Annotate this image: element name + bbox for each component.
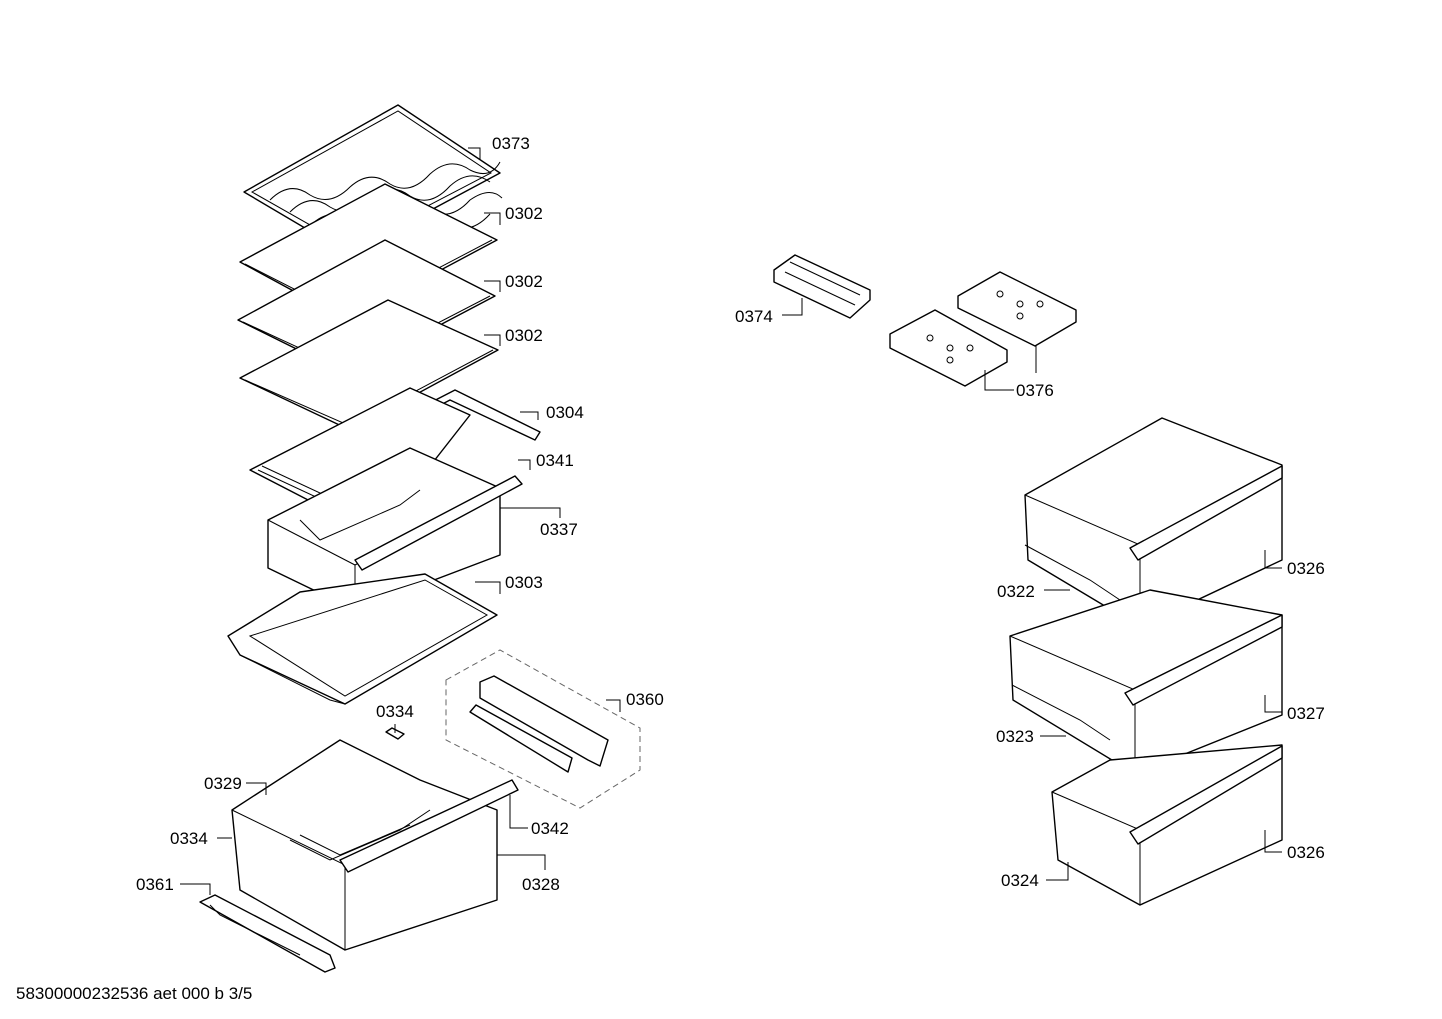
label-0329: 0329 (204, 774, 242, 793)
label-0302-1: 0302 (505, 204, 543, 223)
part-0376-cold-pack-1 (957, 271, 1077, 347)
label-0326-bottom: 0326 (1287, 843, 1325, 862)
label-0327: 0327 (1287, 704, 1325, 723)
part-0303-bottom-glass-shelf (227, 573, 498, 705)
footer-document-id: 58300000232536 aet 000 b 3/5 (16, 984, 252, 1003)
label-0302-3: 0302 (505, 326, 543, 345)
part-0326-freezer-drawer-top (1024, 417, 1283, 628)
label-0328: 0328 (522, 875, 560, 894)
leader-lines (180, 147, 1282, 895)
label-0326-top: 0326 (1287, 559, 1325, 578)
part-0337-crisper-drawer (267, 447, 523, 611)
label-0376: 0376 (1016, 381, 1054, 400)
label-0373: 0373 (492, 134, 530, 153)
label-0323: 0323 (996, 727, 1034, 746)
label-0334-top: 0334 (376, 702, 414, 721)
part-0374-ice-tray (773, 254, 871, 319)
label-0337: 0337 (540, 520, 578, 539)
label-0341: 0341 (536, 451, 574, 470)
part-0323-freezer-drawer-middle-frame (1011, 684, 1111, 741)
label-0342: 0342 (531, 819, 569, 838)
label-0302-2: 0302 (505, 272, 543, 291)
label-0374: 0374 (735, 307, 773, 326)
part-0328-bottom-drawer (231, 739, 519, 951)
label-0303: 0303 (505, 573, 543, 592)
label-0324: 0324 (1001, 871, 1039, 890)
label-0322: 0322 (997, 582, 1035, 601)
part-0327-freezer-drawer-middle (1009, 589, 1283, 775)
part-0334-clip-top (385, 727, 405, 740)
label-0334-side: 0334 (170, 829, 208, 848)
part-0361-bracket (199, 894, 336, 973)
label-0360: 0360 (626, 690, 664, 709)
part-0376-cold-pack-2 (889, 309, 1008, 387)
part-0326-freezer-drawer-bottom (1051, 744, 1283, 906)
part-0322-freezer-drawer-top-frame (1024, 544, 1121, 601)
label-0361: 0361 (136, 875, 174, 894)
label-0304: 0304 (546, 403, 584, 422)
part-0360-rail-set (445, 649, 641, 809)
